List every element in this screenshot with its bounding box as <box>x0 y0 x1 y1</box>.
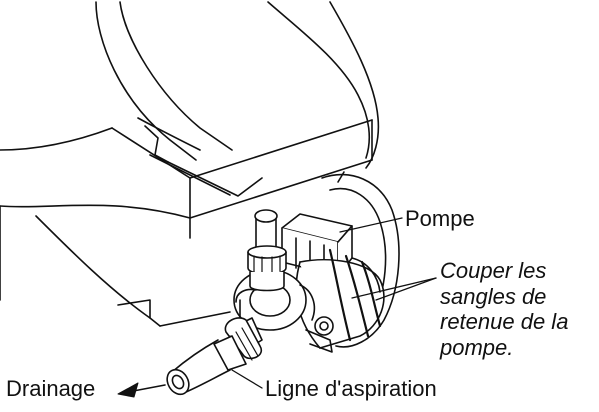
cut-straps-note-line: retenue de la <box>440 309 569 334</box>
suction-leader-line <box>231 369 263 389</box>
drain-label: Drainage <box>6 376 96 401</box>
cut-straps-note: Couper les sangles de retenue de la pomp… <box>440 258 568 360</box>
arrow-left-icon <box>117 382 166 398</box>
pump-leader-line <box>339 217 403 233</box>
suction-line-label: Ligne d'aspiration <box>265 376 437 401</box>
suction-hose <box>166 339 231 396</box>
pump-body <box>233 213 385 353</box>
strap-leader-lines <box>351 277 437 301</box>
pump-label: Pompe <box>405 206 475 231</box>
discharge-fitting <box>235 209 287 331</box>
cut-straps-note-line: pompe. <box>440 334 514 360</box>
cut-straps-note-line: sangles de <box>440 283 547 309</box>
suction-fittings <box>213 317 263 371</box>
spa-shell <box>0 1 380 327</box>
cut-straps-note-line: Couper les <box>440 258 547 283</box>
